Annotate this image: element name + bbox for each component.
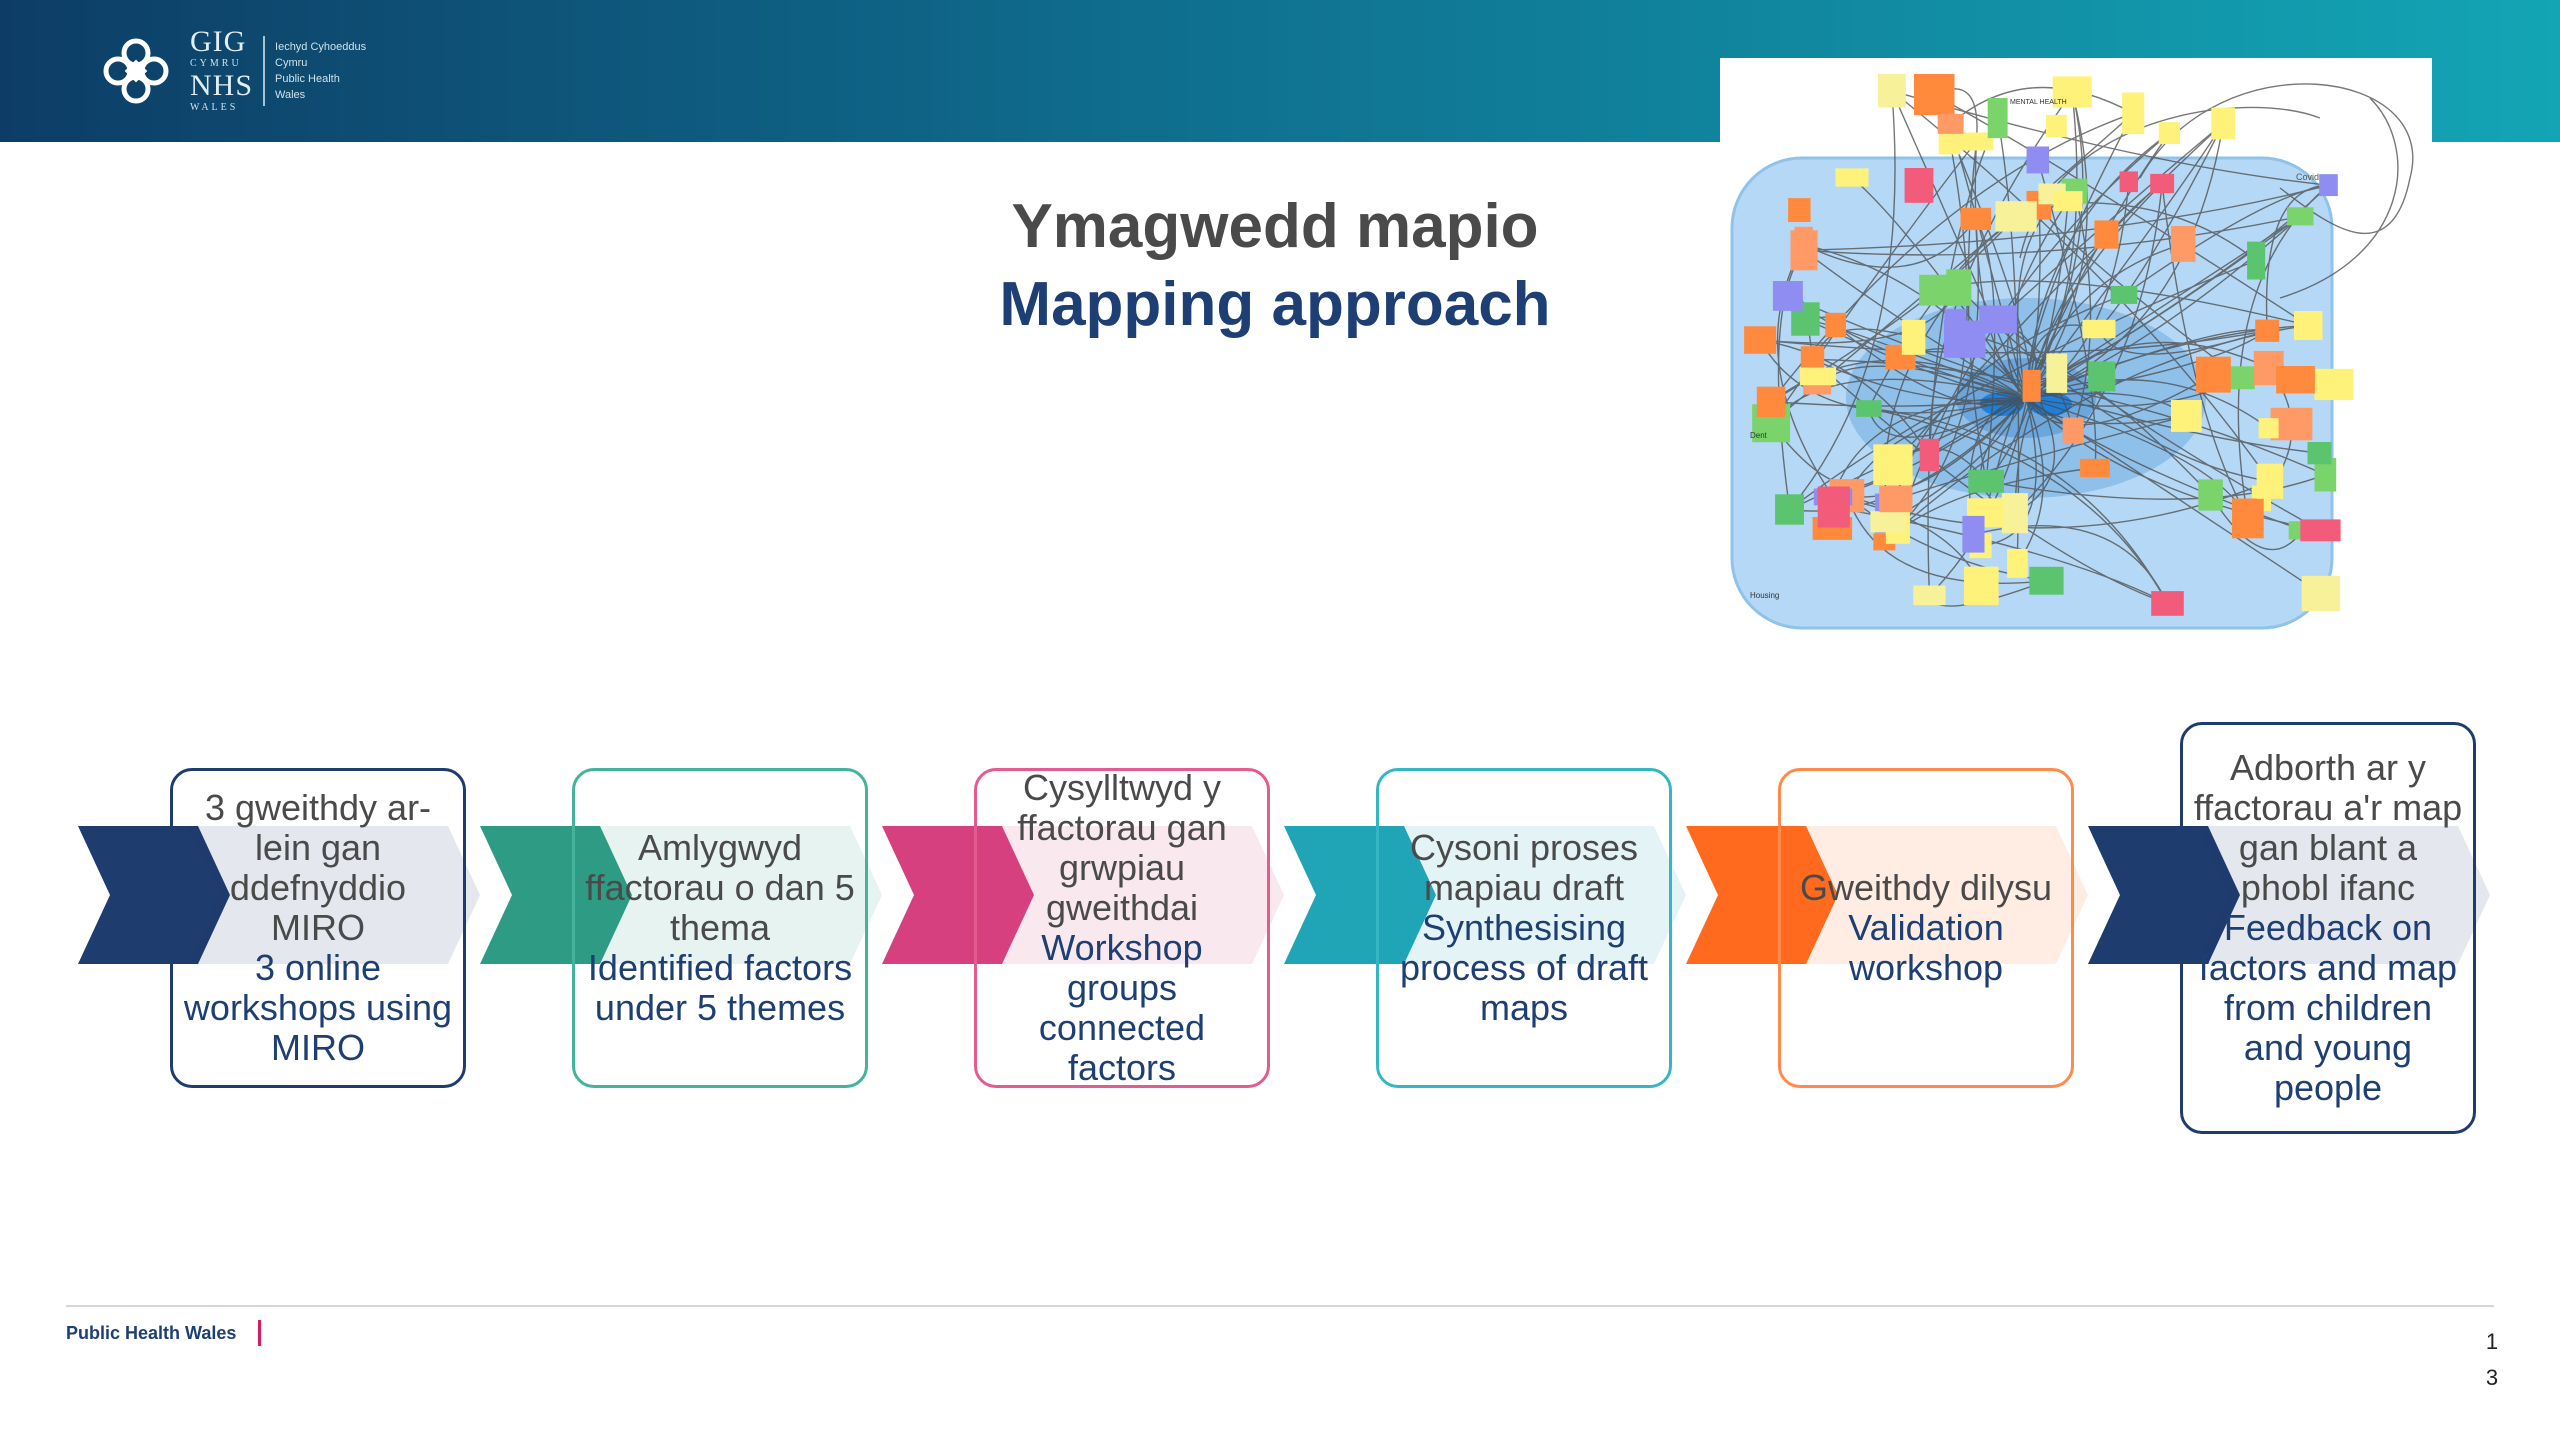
title-english: Mapping approach	[999, 270, 1551, 339]
logo-org-line: Wales	[275, 89, 306, 101]
step-text-welsh: Gweithdy dilysu	[1799, 867, 2053, 908]
slide-title: Ymagwedd mapio Mapping approach	[940, 188, 1610, 344]
logo-separator	[263, 36, 266, 106]
logo-cymru: CYMRU	[190, 58, 242, 69]
step-text-english: Workshop groups connected factors	[1038, 927, 1206, 1088]
title-welsh: Ymagwedd mapio	[1011, 192, 1539, 261]
page-number: 1 3	[2482, 1324, 2502, 1396]
page-number-digit: 1	[2485, 1329, 2499, 1354]
step-arrow-6	[2088, 826, 2490, 964]
logo-org-line: Cymru	[275, 57, 308, 69]
map-label-housing: Housing	[1750, 591, 1779, 600]
logo-org-line: Public Health	[275, 73, 340, 85]
logo-org-line: Iechyd Cyhoeddus	[275, 41, 367, 53]
footer-organisation: Public Health Wales	[66, 1323, 237, 1343]
footer-divider	[66, 1305, 2494, 1307]
logo-nhs: NHS	[190, 69, 254, 102]
step-text-welsh: Cysoni proses mapiau draft	[1409, 827, 1639, 908]
step-text-english: 3 online workshops using MIRO	[183, 947, 453, 1068]
step-text-english: Synthesising process of draft maps	[1399, 907, 1649, 1028]
map-label-mental-health: MENTAL HEALTH	[2010, 99, 2067, 106]
logo-wales: WALES	[190, 102, 239, 113]
step-text-english: Validation workshop	[1848, 907, 2004, 988]
map-label-covid: Covid	[2296, 172, 2319, 182]
step-arrow-1	[78, 826, 480, 964]
step-text-english: Feedback on factors and map from childre…	[2198, 907, 2458, 1108]
miro-map-image: Covid Dent Housing MENTAL HEALTH	[1720, 58, 2432, 648]
step-arrow-5	[1686, 826, 2088, 964]
step-arrow-4	[1284, 826, 1686, 964]
step-card-3: Cysylltwyd y ffactorau gan grwpiau gweit…	[974, 768, 1270, 1088]
footer-accent-bar	[258, 1320, 261, 1346]
nhs-wales-logo: GIG CYMRU NHS WALES Iechyd Cyhoeddus Cym…	[96, 26, 366, 116]
page-number-digit: 3	[2485, 1365, 2499, 1390]
step-arrow-3	[882, 826, 1284, 964]
systems-map-illustration: Covid Dent Housing MENTAL HEALTH	[1730, 73, 2414, 630]
step-arrow-2	[480, 826, 882, 964]
step-card-6: Adborth ar y ffactorau a'r map gan blant…	[2180, 722, 2476, 1134]
dragon-emblem-icon	[103, 38, 169, 104]
step-text-english: Identified factors under 5 themes	[587, 947, 853, 1028]
step-text-welsh: Cysylltwyd y ffactorau gan grwpiau gweit…	[1017, 768, 1227, 928]
map-label-dent: Dent	[1750, 431, 1768, 440]
step-text-welsh: Adborth ar y ffactorau a'r map gan blant…	[2193, 747, 2463, 908]
step-text-welsh: 3 gweithdy ar-lein gan ddefnyddio MIRO	[204, 787, 432, 948]
step-text-welsh: Amlygwyd ffactorau o dan 5 thema	[585, 827, 855, 948]
logo-gig: GIG	[190, 25, 247, 58]
